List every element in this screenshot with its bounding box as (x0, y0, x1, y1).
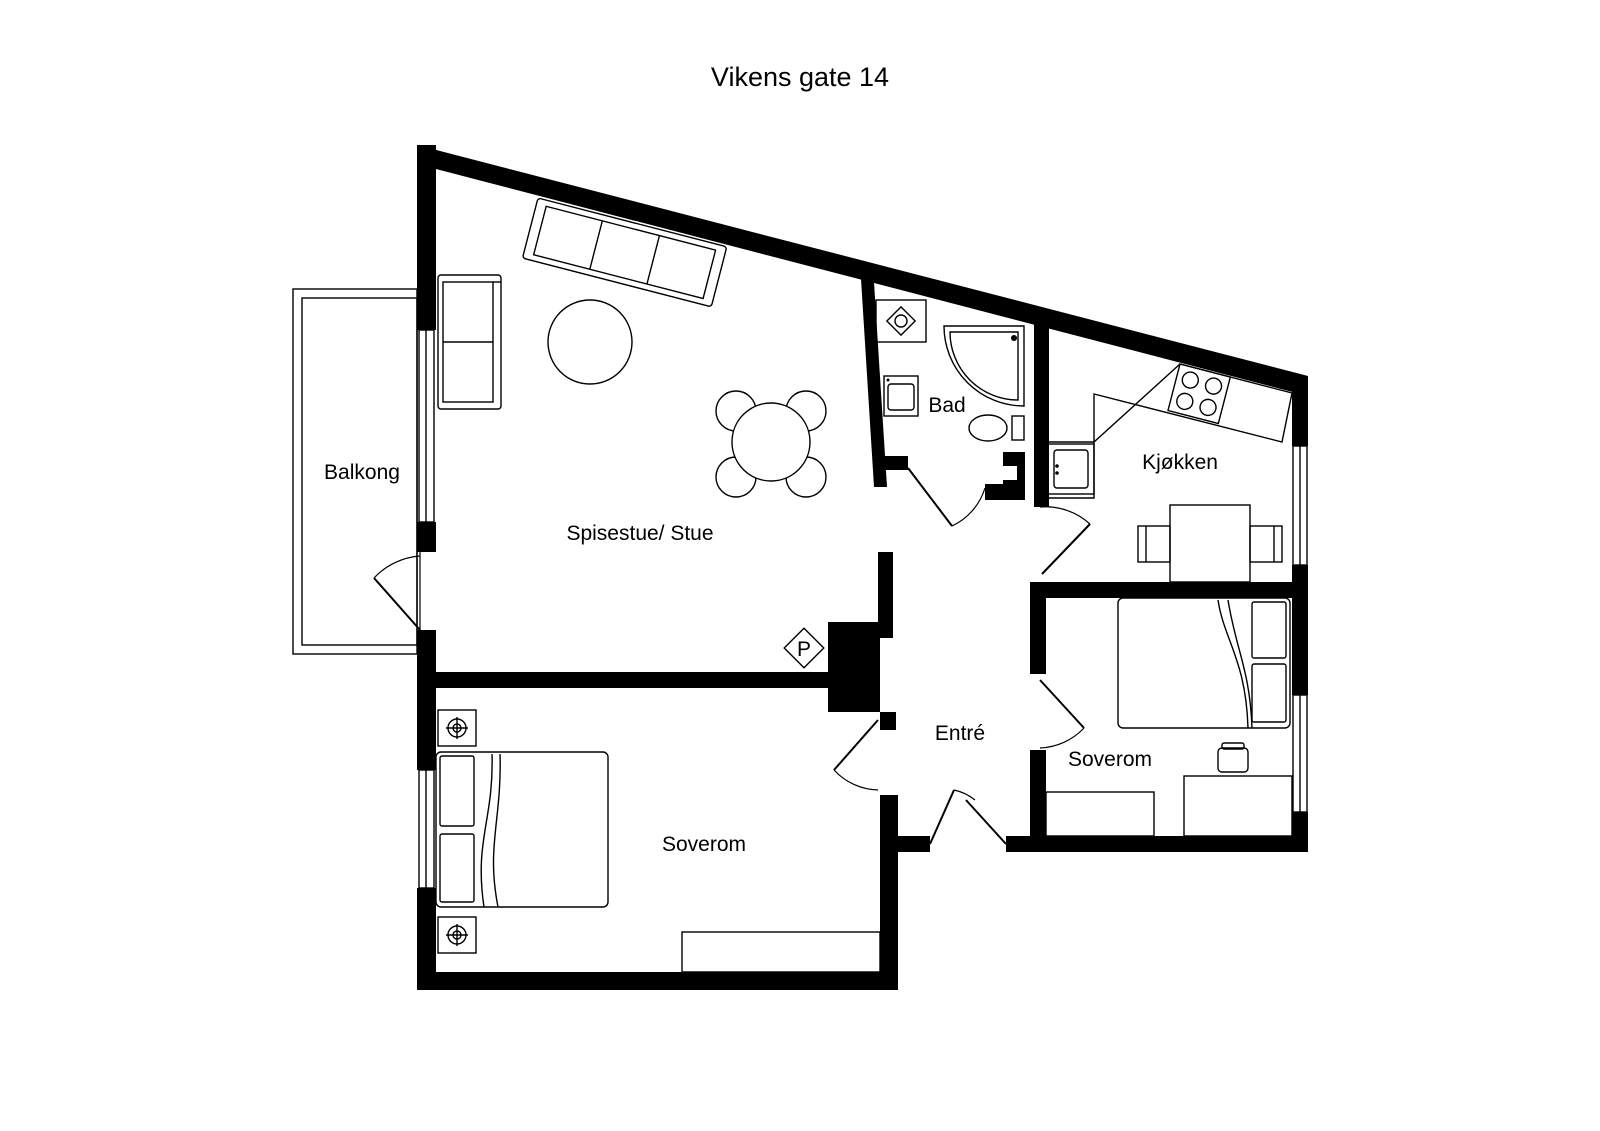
armchair-icon (437, 274, 502, 410)
wardrobe-icon (1045, 791, 1155, 837)
kitchen-fixtures (1045, 363, 1293, 583)
parking-symbol: P (797, 638, 811, 661)
room-label-kitchen: Kjøkken (1142, 451, 1218, 474)
room-label-bedroom-left: Soverom (662, 833, 746, 856)
room-label-entry: Entré (935, 722, 985, 745)
bath-fixtures (875, 299, 1025, 442)
nightstand-icon (437, 916, 477, 954)
room-label-bath: Bad (928, 394, 965, 417)
plan-title: Vikens gate 14 (711, 62, 889, 92)
wall-top-slanted (417, 145, 1308, 396)
bed-icon (435, 751, 609, 908)
bed-icon (1117, 597, 1291, 729)
desk-icon (1183, 775, 1293, 837)
doors (373, 467, 1091, 845)
sofa-icon (522, 197, 727, 307)
nightstand-icon (437, 709, 477, 747)
toilet-icon (968, 414, 1025, 442)
room-label-balcony: Balkong (324, 461, 400, 484)
kitchen-sink-icon (1047, 443, 1095, 495)
room-label-bedroom-right: Soverom (1068, 748, 1152, 771)
room-labels: Spisestue/ Stue Balkong Bad Kjøkken Entr… (324, 394, 1218, 856)
balcony (292, 288, 418, 655)
kitchen-table-icon (1137, 504, 1283, 583)
sink-icon (883, 375, 919, 417)
left-bedroom-furniture (435, 709, 881, 973)
shower-icon (943, 325, 1025, 407)
parking-sign-icon: P (783, 627, 825, 669)
room-label-living: Spisestue/ Stue (566, 522, 713, 545)
right-bedroom-furniture (1045, 597, 1293, 837)
dining-table-icon (715, 390, 827, 498)
windows (418, 329, 1308, 889)
counter-icon (1045, 363, 1293, 499)
coffee-table-icon (547, 299, 633, 385)
living-furniture: P (437, 197, 827, 669)
washer-icon (875, 299, 927, 343)
desk-chair-icon (1217, 742, 1249, 773)
interior-walls (436, 279, 1308, 852)
wardrobe-icon (681, 931, 881, 973)
exterior-walls (417, 145, 1308, 990)
stove-icon (1167, 363, 1232, 425)
